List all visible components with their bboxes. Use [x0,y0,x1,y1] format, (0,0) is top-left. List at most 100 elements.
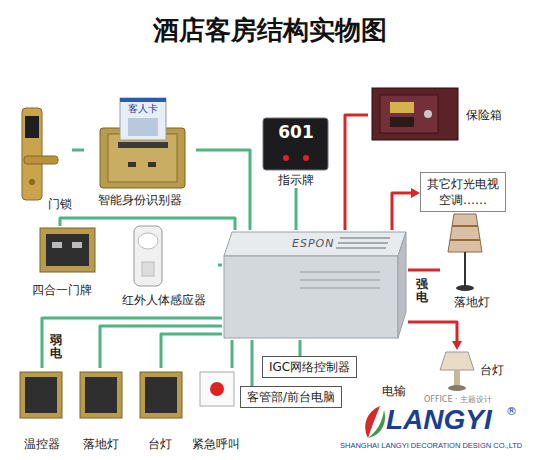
device-label: 四合一门牌 [20,282,104,298]
watermark-logo [365,406,385,438]
connector [60,218,235,230]
panel-frame [140,372,182,418]
box-front [224,256,398,338]
connector [296,188,297,230]
plate-frame [40,228,95,272]
device-label: 台灯 [480,362,504,378]
lock-handle [24,156,58,164]
wire-line [100,326,222,368]
device-label: 门锁 [12,196,72,212]
table-lamp [440,352,474,391]
vent [336,247,386,249]
device-label: 紧急呼叫 [188,436,244,452]
text-box: IGC网络控制器 [262,356,357,378]
free-label: ® [506,406,517,418]
device-node: 温控器 [14,368,70,452]
device-node: 门锁 [12,105,72,212]
device-label: 保险箱 [466,107,502,123]
box-label: IGC网络控制器 [269,359,350,375]
device-label: 台灯 [134,436,186,452]
card-band [120,98,166,102]
logo-leaf [368,410,385,438]
wire-line [42,318,222,368]
device-node: ESPON [222,230,408,340]
connector [42,318,222,368]
device-node: 台灯 [436,350,532,392]
emergency-button [200,372,234,406]
connector [252,340,253,386]
door-lock [22,108,58,200]
wire-line [299,340,302,356]
wire-line [392,193,413,230]
lamp-pole [464,252,466,286]
card-reader [100,98,185,188]
connector [345,115,368,230]
reader-slot [118,142,168,148]
device-label: 智能身份识别器 [84,192,196,208]
connector [392,188,420,230]
arrowhead [452,341,462,350]
panel-frame [80,372,122,418]
wire-line [218,264,222,267]
wire-line [231,340,234,368]
wire-line [345,115,368,230]
wire-line [161,334,222,368]
lamp-base [456,285,474,291]
device-node: 保险箱 [368,86,514,144]
safe-box [372,88,458,140]
vertical-label: 强电 [416,278,428,304]
thermostat-panel [20,372,62,418]
lamp-base [448,385,466,391]
floor-lamp [448,214,482,291]
infrared-sensor [134,226,162,286]
controller-box [224,232,406,338]
vent [300,279,380,281]
lock-reader [25,116,39,138]
reader-led [128,162,136,167]
wire-line [60,218,235,230]
button-red [210,382,224,396]
box-label: 其它灯光电视 空调…… [424,176,502,208]
free-label: LANGYI [386,406,492,434]
sign-lamp [303,155,309,161]
shade-stripe [450,239,480,241]
connector [100,326,222,368]
desk-lamp-panel [140,372,182,418]
safe-knob [424,110,432,118]
device-node: 601指示牌 [258,116,334,188]
free-label: 客人卡 [128,103,158,115]
safe-display [390,102,414,113]
connector [300,340,301,356]
guest-card [120,98,166,140]
lamp-switch-panel [80,372,122,418]
plate-icon [52,242,62,248]
device-label: ESPON [292,236,334,252]
box-top [224,232,406,256]
sign-lamp [283,155,289,161]
device-node: 台灯 [134,368,186,452]
lamp-shade [440,352,474,370]
reader-face [108,134,177,182]
diagram-title: 酒店客房结构实物图 [0,14,539,46]
text-box: 其它灯光电视 空调…… [420,172,506,212]
sensor-panel [142,262,154,276]
panel-face [85,377,117,413]
connector [408,322,462,350]
vent [338,242,388,244]
lock-keyhole [29,179,35,185]
vent [300,287,380,289]
safe-door [380,95,438,133]
lamp-shade [448,214,482,252]
box-label: 客管部/前台电脑 [247,389,335,405]
text-box: 客管部/前台电脑 [240,386,342,408]
device-label: 601 [258,122,334,142]
wire-line [72,149,84,152]
device-label: 落地灯 [72,436,130,452]
wire-line [408,269,440,272]
plate-icon [72,242,82,248]
box-side [398,232,406,338]
free-label: SHANGHAI LANGYI DECORATION DESIGN CO.,LT… [340,441,522,451]
safe-keypad [390,117,414,127]
vent [340,237,390,239]
connector [408,270,440,271]
